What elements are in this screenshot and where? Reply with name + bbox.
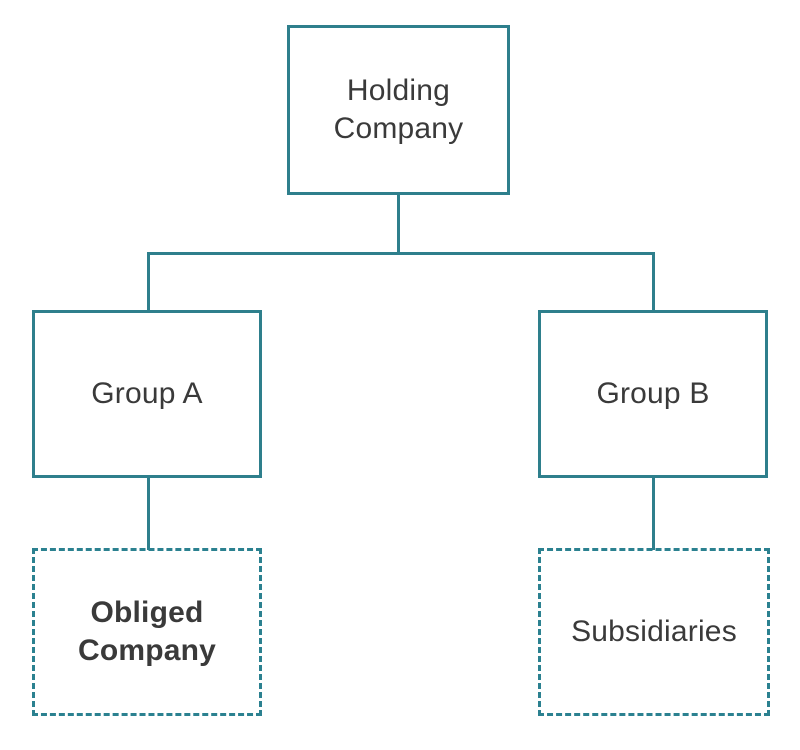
node-obliged-company: Obliged Company (32, 548, 262, 716)
connector-bus-to-group-b (652, 252, 655, 312)
connector-bus-to-group-a (147, 252, 150, 312)
node-holding-company-label: Holding Company (333, 73, 464, 145)
node-group-a-label: Group A (91, 376, 203, 410)
connector-horizontal-bus (147, 252, 655, 255)
connector-group-a-to-obliged-company (147, 478, 150, 550)
node-group-b: Group B (538, 310, 768, 478)
node-holding-company: Holding Company (287, 25, 510, 195)
connector-group-b-to-subsidiaries (652, 478, 655, 550)
node-subsidiaries: Subsidiaries (538, 548, 770, 716)
node-subsidiaries-label: Subsidiaries (571, 614, 737, 648)
node-group-a: Group A (32, 310, 262, 478)
connector-holding-to-bus (397, 195, 400, 254)
node-group-b-label: Group B (596, 376, 710, 410)
node-obliged-company-label: Obliged Company (77, 595, 217, 667)
